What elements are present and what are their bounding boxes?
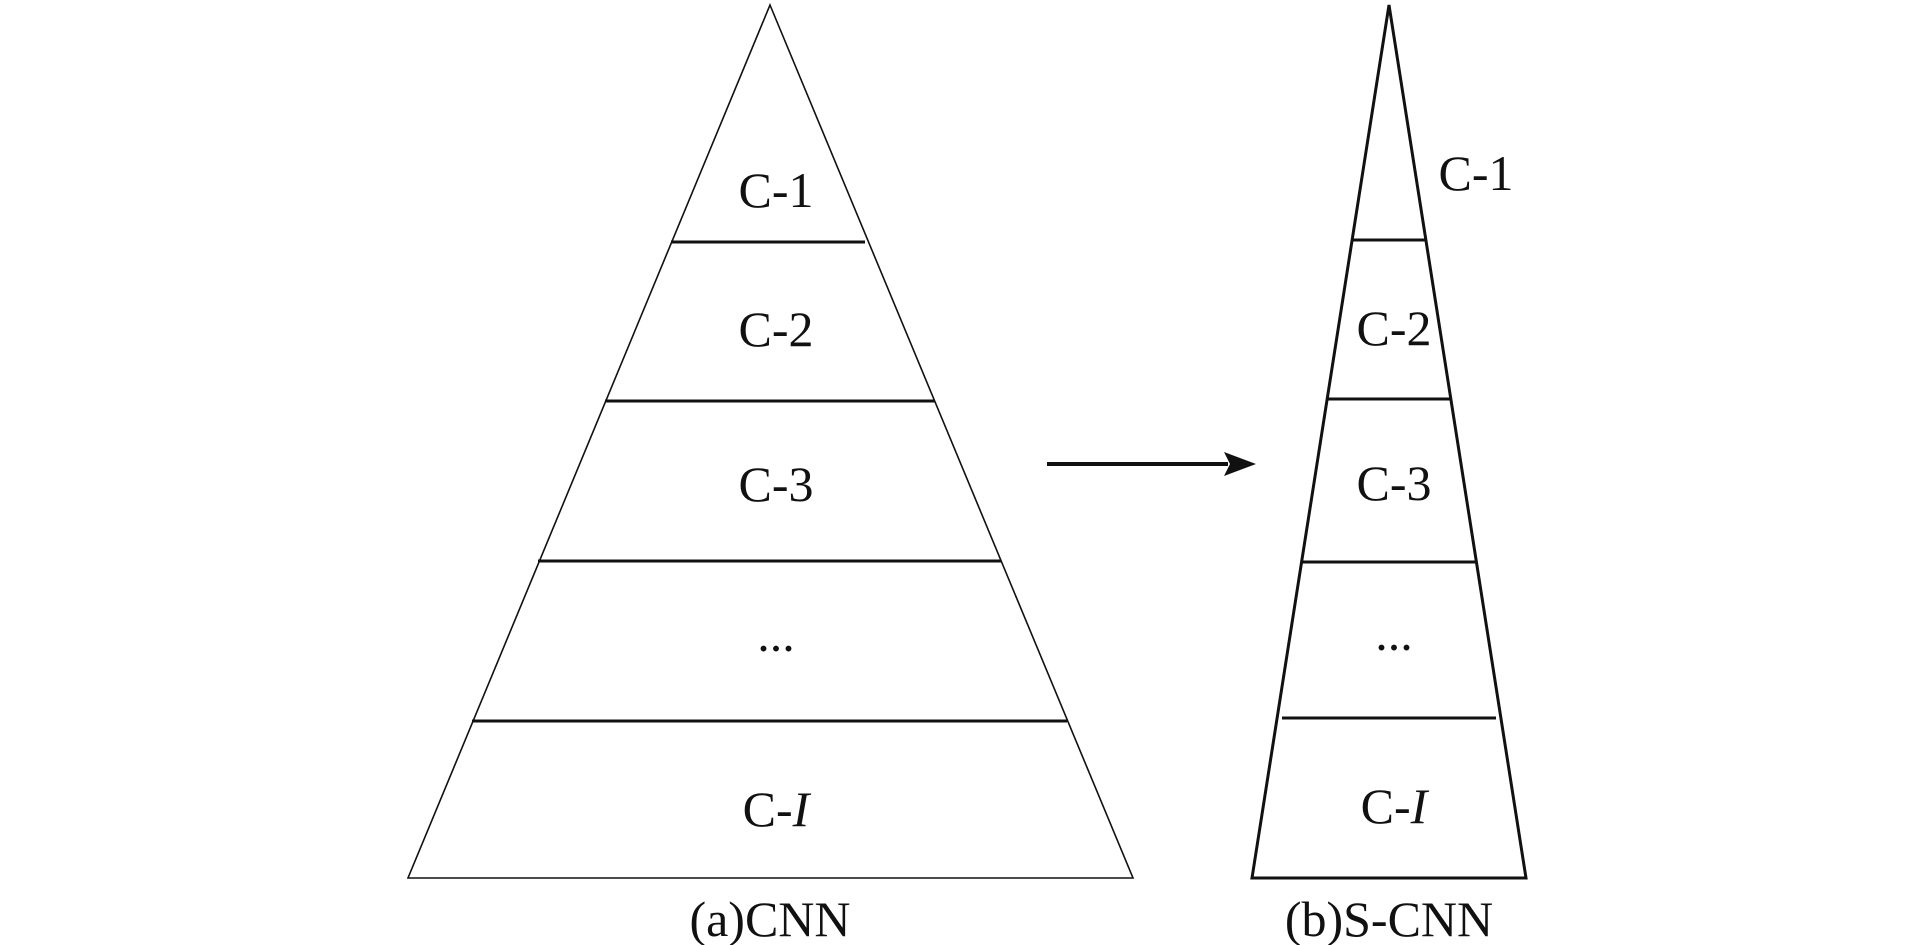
scnn-layer-ellipsis-label: ... (1375, 605, 1413, 661)
scnn-pyramid: C-1 C-2 C-3 ... C-I (b)S-CNN (1250, 4, 1528, 945)
cnn-pyramid: C-1 C-2 C-3 ... C-I (a)CNN (406, 2, 1135, 945)
cnn-layer-c1-label: C-1 (739, 162, 814, 218)
cnn-pyramid-outline (406, 2, 1135, 879)
scnn-caption: (b)S-CNN (1285, 891, 1493, 945)
cnn-layer-ci-suffix: I (792, 781, 812, 837)
cnn-layer-c3-label: C-3 (739, 456, 814, 512)
scnn-layer-c1-label: C-1 (1439, 145, 1514, 201)
arrow-head (1224, 452, 1256, 476)
cnn-layer-ci-label: C-I (743, 781, 812, 837)
scnn-layer-c3-label: C-3 (1357, 455, 1432, 511)
scnn-pyramid-outline (1250, 4, 1528, 880)
cnn-layer-c2-label: C-2 (739, 301, 814, 357)
scnn-layer-ci-label: C-I (1361, 778, 1430, 834)
scnn-layer-ci-suffix: I (1410, 778, 1430, 834)
cnn-caption: (a)CNN (689, 891, 850, 945)
transform-arrow (1047, 452, 1256, 476)
cnn-layer-ci-prefix: C- (743, 781, 793, 837)
scnn-layer-ci-prefix: C- (1361, 778, 1411, 834)
scnn-layer-c2-label: C-2 (1357, 300, 1432, 356)
cnn-layer-ellipsis-label: ... (757, 606, 795, 662)
